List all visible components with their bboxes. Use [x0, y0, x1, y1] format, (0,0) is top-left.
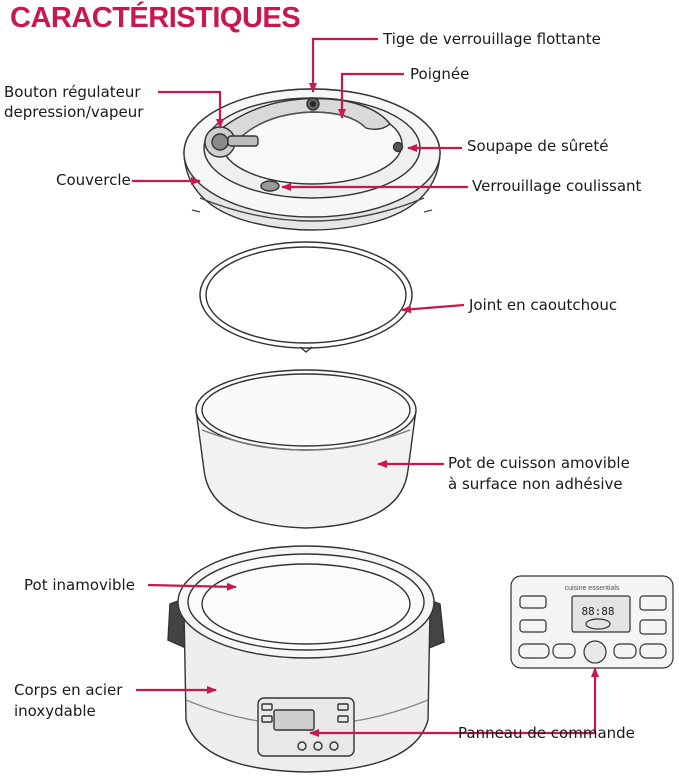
label-handle: Poignée	[410, 65, 470, 83]
base-illustration	[167, 545, 445, 773]
arrow-pressure-knob	[158, 90, 224, 129]
arrow-gasket	[401, 303, 465, 314]
lid-illustration	[183, 88, 441, 231]
label-body-line2: inoxydable	[14, 702, 96, 720]
label-sliding-lock: Verrouillage coulissant	[472, 177, 642, 195]
arrow-fixed-pot	[147, 582, 237, 591]
label-body-line1: Corps en acier	[14, 681, 123, 699]
panel-inset-display: 88:88	[581, 605, 614, 618]
panel-inset-brand: cuisine essentials	[565, 585, 620, 592]
label-control-panel: Panneau de commande	[458, 724, 635, 742]
label-float-valve: Tige de verrouillage flottante	[383, 30, 601, 48]
label-pressure-knob-line2: depression/vapeur	[4, 103, 144, 121]
label-fixed-pot: Pot inamovible	[24, 576, 135, 594]
label-gasket: Joint en caoutchouc	[469, 296, 618, 314]
arrow-float-valve	[309, 37, 378, 93]
arrow-handle	[338, 72, 404, 119]
label-safety-valve: Soupape de sûreté	[467, 137, 609, 155]
label-pressure-knob-line1: Bouton régulateur	[4, 83, 141, 101]
label-inner-pot-line2: à surface non adhésive	[448, 475, 623, 493]
gasket-illustration	[199, 241, 413, 353]
label-inner-pot-line1: Pot de cuisson amovible	[448, 454, 630, 472]
inner-pot-illustration	[195, 369, 417, 529]
label-lid: Couvercle	[56, 171, 131, 189]
page-title: CARACTÉRISTIQUES	[10, 2, 301, 34]
